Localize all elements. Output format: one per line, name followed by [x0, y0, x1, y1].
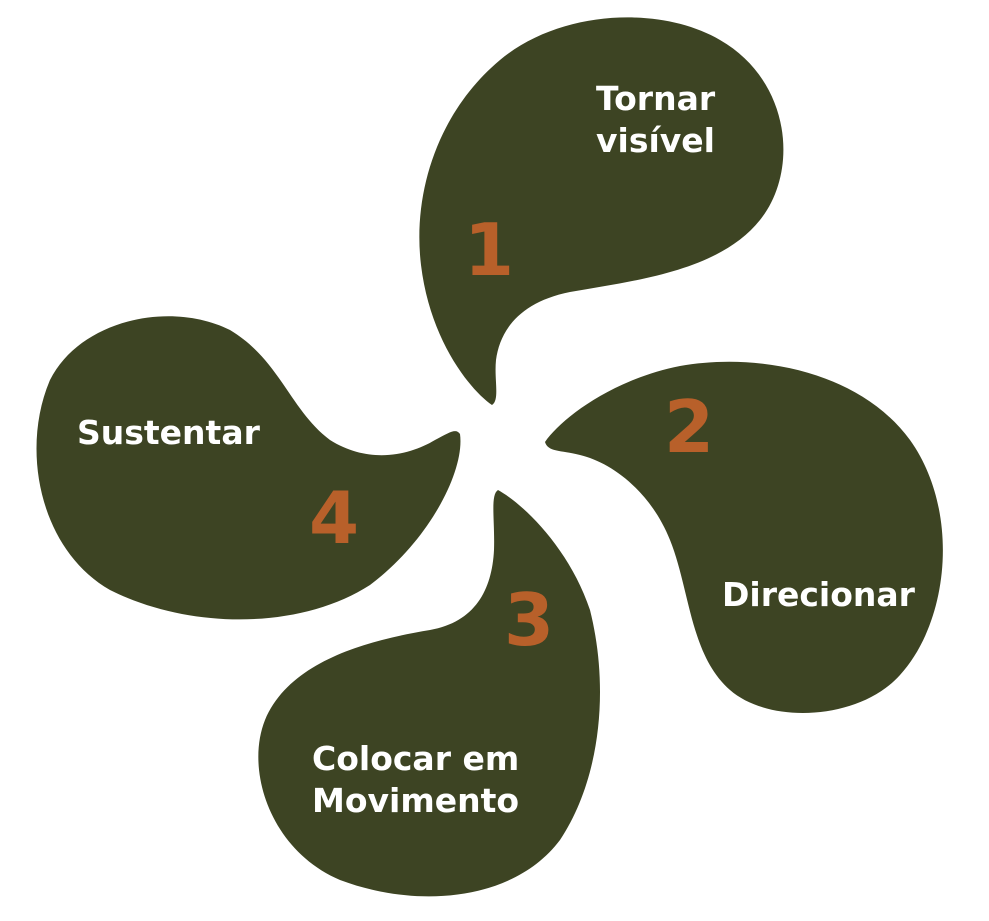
petal-2-number: 2	[664, 385, 714, 469]
petal-4: 4 Sustentar	[36, 316, 461, 620]
petal-4-label: Sustentar	[77, 413, 261, 452]
petal-4-shape	[36, 316, 461, 620]
petal-1: 1 Tornar visível	[419, 17, 784, 406]
petal-2-shape	[545, 361, 943, 713]
petal-4-label-line-1: Sustentar	[77, 413, 261, 452]
petal-3-label-line-2: Movimento	[312, 781, 519, 820]
petal-3-label-line-1: Colocar em	[312, 739, 519, 778]
petal-4-number: 4	[309, 476, 359, 560]
petal-1-shape	[419, 17, 784, 406]
petal-3-shape	[258, 490, 600, 897]
petal-1-label-line-2: visível	[596, 121, 715, 160]
petal-3-label: Colocar em Movimento	[312, 739, 531, 820]
petal-3: 3 Colocar em Movimento	[258, 490, 600, 897]
petal-2-label: Direcionar	[722, 575, 916, 614]
petal-2: 2 Direcionar	[545, 361, 943, 713]
petal-1-label-line-1: Tornar	[596, 79, 716, 118]
petal-3-number: 3	[504, 578, 554, 662]
petal-1-label: Tornar visível	[596, 79, 727, 160]
petal-2-label-line-1: Direcionar	[722, 575, 916, 614]
petal-1-number: 1	[464, 208, 514, 292]
